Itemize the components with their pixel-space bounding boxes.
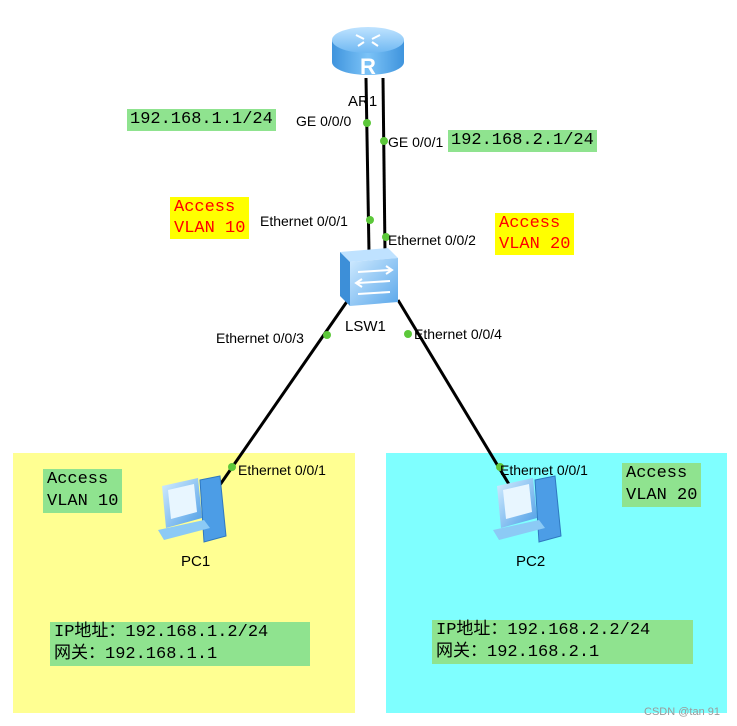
pc2-vlan-label: Access VLAN 20: [622, 463, 702, 507]
pc-icon: [158, 475, 227, 543]
port-dot-lsw1-e003: [323, 331, 331, 339]
port-dot-ar1-ge000: [363, 119, 371, 127]
pc1-ip-info: IP地址：192.168.1.2/24 网关：192.168.1.1: [50, 622, 310, 666]
port-label-pc1-e001: Ethernet 0/0/1: [238, 462, 326, 478]
port-dot-lsw1-e004: [404, 330, 412, 338]
gateway-ip-vlan20: 192.168.2.1/24: [448, 130, 597, 152]
gateway-ip-vlan10: 192.168.1.1/24: [127, 109, 276, 131]
vlan-label-port1: Access VLAN 10: [170, 197, 250, 239]
port-dot-pc2-e001: [496, 463, 504, 471]
port-label-lsw1-e004: Ethernet 0/0/4: [414, 326, 502, 342]
switch-name: LSW1: [345, 318, 386, 335]
link-lsw1-pc2: [396, 299, 512, 487]
svg-text:R: R: [360, 54, 376, 79]
pc-icon: [493, 475, 562, 543]
link-ar1-lsw1-2: [381, 77, 387, 253]
port-label-pc2-e001: Ethernet 0/0/1: [500, 462, 588, 478]
port-label-lsw1-e002: Ethernet 0/0/2: [388, 232, 476, 248]
pc1-vlan-label: Access VLAN 10: [43, 469, 123, 513]
port-dot-lsw1-e001: [366, 216, 374, 224]
port-dot-pc1-e001: [228, 463, 236, 471]
router-name: AR1: [348, 93, 378, 110]
pc2-name: PC2: [516, 553, 546, 570]
switch-icon: [340, 248, 398, 306]
port-label-lsw1-e003: Ethernet 0/0/3: [216, 330, 304, 346]
router-icon: R: [332, 27, 404, 79]
port-dot-ar1-ge001: [380, 137, 388, 145]
vlan-label-port2: Access VLAN 20: [495, 213, 575, 255]
watermark: CSDN @tan 91: [644, 706, 720, 718]
port-label-ar1-ge001: GE 0/0/1: [388, 134, 444, 150]
port-dot-lsw1-e002: [382, 233, 390, 241]
pc1-name: PC1: [181, 553, 211, 570]
port-label-ar1-ge000: GE 0/0/0: [296, 113, 352, 129]
port-label-lsw1-e001: Ethernet 0/0/1: [260, 213, 348, 229]
pc2-ip-info: IP地址：192.168.2.2/24 网关：192.168.2.1: [432, 620, 693, 664]
